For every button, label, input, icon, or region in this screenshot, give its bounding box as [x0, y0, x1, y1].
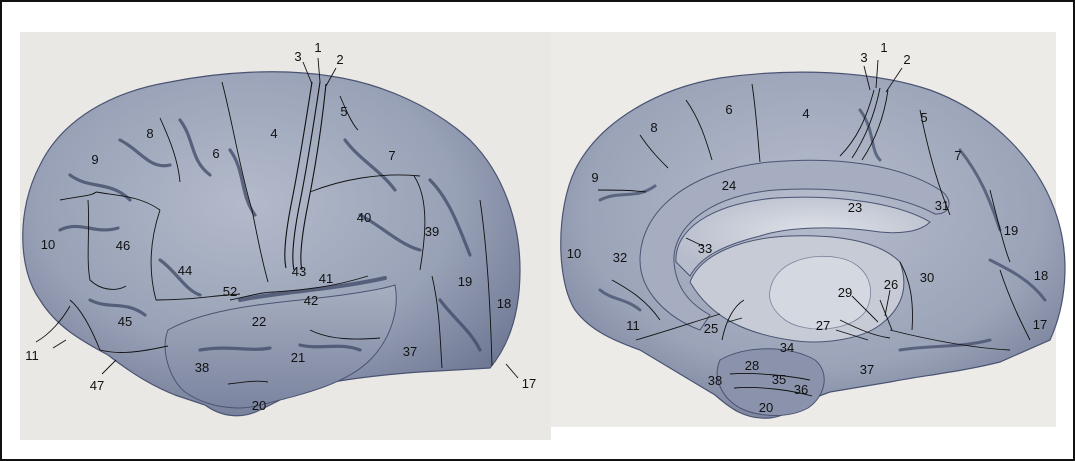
lateral-area-label: 40 — [357, 210, 371, 225]
medial-area-label: 4 — [802, 106, 809, 121]
medial-area-label: 1 — [880, 40, 887, 55]
lateral-area-label: 45 — [118, 314, 132, 329]
medial-area-label: 38 — [708, 373, 722, 388]
lateral-area-label: 7 — [388, 148, 395, 163]
lateral-area-label: 42 — [304, 293, 318, 308]
medial-area-label: 25 — [704, 321, 718, 336]
lateral-area-label: 5 — [340, 104, 347, 119]
lateral-area-label: 18 — [497, 296, 511, 311]
lateral-area-label: 2 — [336, 52, 343, 67]
lateral-area-label: 47 — [90, 378, 104, 393]
lateral-area-label: 41 — [319, 271, 333, 286]
medial-area-label: 27 — [816, 318, 830, 333]
medial-area-label: 32 — [613, 250, 627, 265]
medial-area-label: 2 — [903, 52, 910, 67]
medial-area-label: 23 — [848, 200, 862, 215]
lateral-area-label: 8 — [146, 126, 153, 141]
lateral-area-label: 1 — [314, 40, 321, 55]
lateral-area-label: 9 — [91, 152, 98, 167]
lateral-area-label: 3 — [294, 49, 301, 64]
medial-area-label: 37 — [860, 362, 874, 377]
lateral-area-label: 19 — [458, 274, 472, 289]
medial-brain-view — [561, 72, 1065, 418]
medial-area-label: 6 — [725, 102, 732, 117]
medial-area-label: 28 — [745, 358, 759, 373]
lateral-area-label: 10 — [41, 237, 55, 252]
lateral-area-label: 46 — [116, 238, 130, 253]
medial-area-label: 8 — [650, 120, 657, 135]
medial-area-label: 18 — [1034, 268, 1048, 283]
lateral-area-label: 37 — [403, 344, 417, 359]
medial-area-label: 7 — [954, 148, 961, 163]
lateral-area-label: 21 — [291, 350, 305, 365]
medial-area-label: 24 — [722, 178, 736, 193]
lateral-area-label: 6 — [212, 146, 219, 161]
medial-area-label: 30 — [920, 270, 934, 285]
lateral-area-label: 38 — [195, 360, 209, 375]
lateral-area-label: 17 — [522, 376, 536, 391]
lateral-area-label: 11 — [25, 348, 39, 363]
medial-area-label: 11 — [626, 318, 640, 333]
medial-area-label: 36 — [794, 382, 808, 397]
lateral-brain-view — [23, 72, 520, 416]
medial-area-label: 17 — [1033, 317, 1047, 332]
lateral-area-label: 39 — [425, 224, 439, 239]
medial-area-label: 3 — [860, 50, 867, 65]
lateral-area-label: 43 — [292, 264, 306, 279]
lateral-area-label: 52 — [223, 284, 237, 299]
lateral-area-label: 4 — [270, 126, 277, 141]
medial-area-label: 29 — [838, 285, 852, 300]
medial-area-label: 5 — [920, 110, 927, 125]
lateral-area-label: 22 — [252, 314, 266, 329]
medial-area-label: 9 — [591, 170, 598, 185]
medial-area-label: 31 — [935, 198, 949, 213]
medial-area-label: 35 — [772, 372, 786, 387]
medial-area-label: 10 — [567, 246, 581, 261]
lateral-area-label: 20 — [252, 398, 266, 413]
medial-area-label: 33 — [698, 241, 712, 256]
medial-area-label: 34 — [780, 340, 794, 355]
medial-area-label: 26 — [884, 277, 898, 292]
medial-area-label: 20 — [759, 400, 773, 415]
lateral-area-label: 44 — [178, 263, 192, 278]
medial-area-label: 19 — [1004, 223, 1018, 238]
